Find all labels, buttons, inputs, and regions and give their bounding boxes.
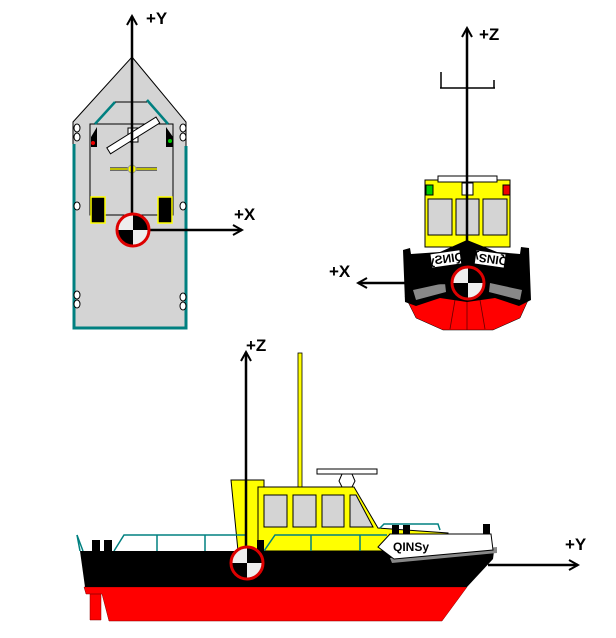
front-name-board-left: QINSy (427, 249, 465, 268)
front-light-red (502, 184, 511, 196)
port-light-red (91, 141, 95, 145)
front-name-board-right: QINSy (471, 250, 509, 269)
side-name-board (377, 533, 494, 560)
bollard-icons (92, 524, 490, 551)
side-radar (316, 468, 378, 475)
top-seat-left (90, 196, 106, 224)
svg-text:QINSy: QINSy (471, 250, 509, 269)
reference-point-icon (115, 212, 151, 248)
front-window (482, 198, 508, 236)
side-view: QINSy +Z +Y (76, 336, 587, 622)
front-x-axis-label: +X (329, 262, 351, 281)
svg-text:QINSy: QINSy (427, 249, 465, 268)
side-railing (76, 523, 441, 552)
top-gunwale-teal (72, 144, 188, 330)
side-window (349, 494, 374, 528)
starboard-light-green (168, 139, 172, 143)
side-vessel-name: QINSy (393, 540, 429, 554)
side-mast (297, 352, 303, 488)
front-view: QINSy QINSy +Z +X (329, 25, 531, 331)
top-seat-right (157, 196, 173, 224)
fender-icons (73, 123, 187, 311)
top-y-axis-label: +Y (146, 9, 168, 28)
top-x-axis-label: +X (234, 205, 256, 224)
side-window (321, 494, 345, 528)
reference-point-icon (229, 545, 265, 581)
reference-point-icon (450, 265, 486, 301)
top-view: +Y +X (72, 9, 256, 330)
side-window (263, 494, 288, 528)
front-window (427, 198, 453, 236)
front-z-axis-label: +Z (479, 25, 499, 44)
side-window (292, 494, 317, 528)
side-y-axis-label: +Y (565, 535, 587, 554)
side-hull-red (83, 586, 468, 622)
side-hull-black (80, 551, 494, 587)
front-light-green (425, 184, 434, 196)
side-z-axis-label: +Z (246, 336, 266, 355)
